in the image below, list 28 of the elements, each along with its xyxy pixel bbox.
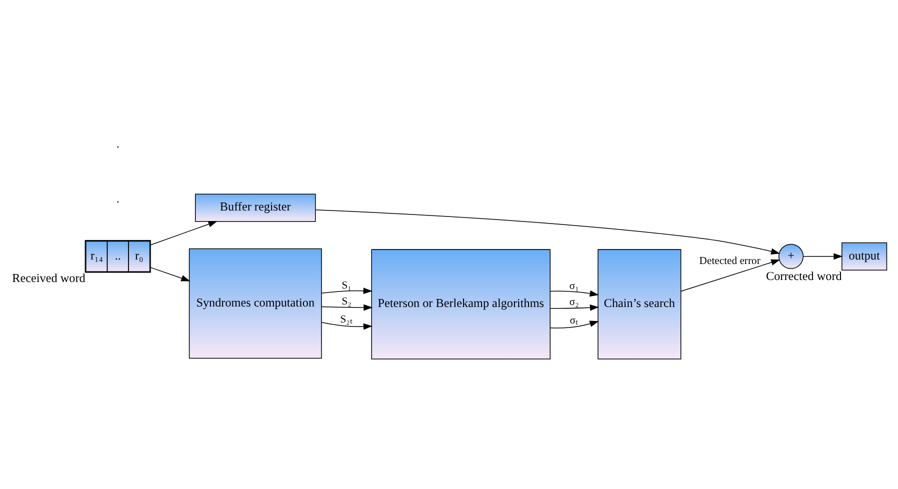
arrow xyxy=(320,304,372,310)
arrow xyxy=(680,258,780,292)
arrow xyxy=(150,220,217,245)
label: . xyxy=(116,190,119,205)
arrow xyxy=(550,290,598,296)
arrow xyxy=(550,304,599,310)
arrow xyxy=(550,320,598,328)
arrow xyxy=(320,321,372,330)
edge-label: S₂ₜ xyxy=(340,314,352,326)
node-box: Peterson or Berlekamp algorithms xyxy=(370,248,550,359)
edge-label: Detected error xyxy=(698,256,760,267)
arrow xyxy=(802,252,842,260)
node-box: Buffer register xyxy=(194,193,316,222)
node-box: Chain’s search xyxy=(597,248,681,359)
node-box: output xyxy=(841,242,887,270)
label: . xyxy=(116,136,119,150)
arrow xyxy=(314,209,780,254)
node-label: Corrected word xyxy=(765,268,842,282)
edge-label: σ₂ xyxy=(568,296,578,308)
edge-label: S₁ xyxy=(341,280,351,291)
node-box: Syndromes computation xyxy=(188,248,322,358)
node-label: Received word xyxy=(12,270,85,285)
arrow xyxy=(150,266,190,281)
edge-label: S₂ xyxy=(341,296,351,307)
edge-label: σ₁ xyxy=(568,280,578,292)
arrow xyxy=(320,287,372,294)
edge-label: σₜ xyxy=(569,314,578,326)
node-circle: + xyxy=(778,243,804,268)
